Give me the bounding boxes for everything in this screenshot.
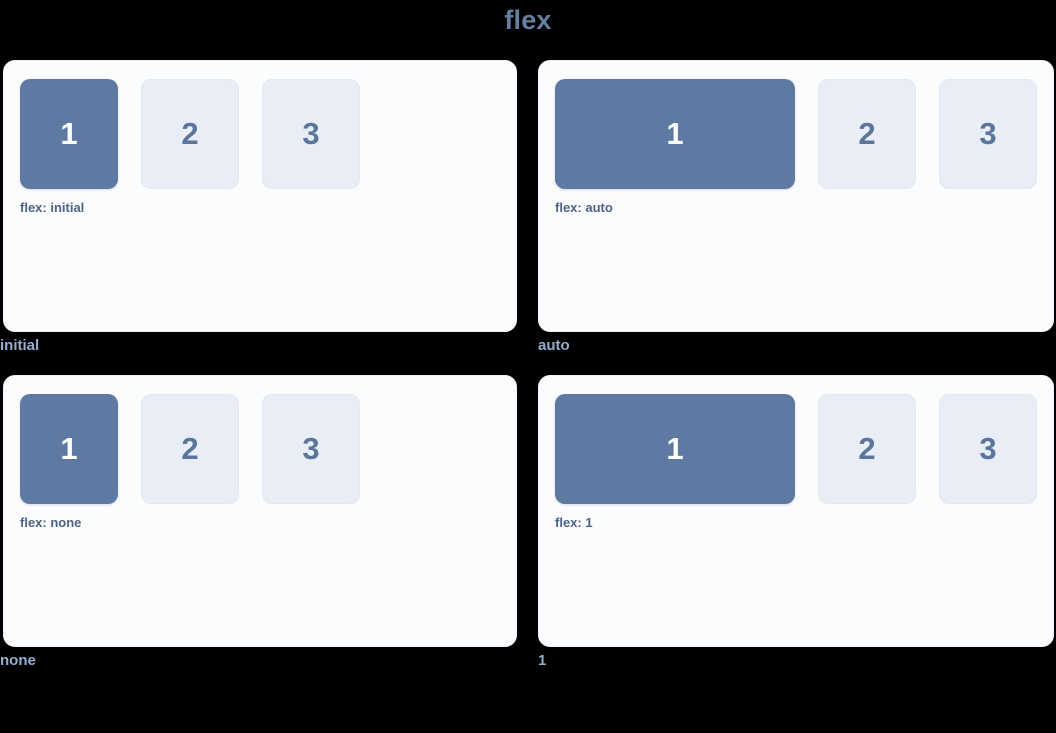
panel-label-one: flex: 1 (555, 515, 593, 530)
flex-item-1: 1 (555, 394, 795, 504)
flex-container-initial: 1 2 3 (20, 79, 500, 189)
demo-cell-none: 1 2 3 flex: none none (0, 375, 517, 669)
flex-item-2: 2 (141, 79, 239, 189)
flex-container-none: 1 2 3 (20, 394, 500, 504)
demo-panel-initial: 1 2 3 flex: initial (3, 60, 517, 332)
panel-caption-none: none (0, 652, 36, 669)
flex-item-1: 1 (555, 79, 795, 189)
panel-label-initial: flex: initial (20, 200, 85, 215)
panel-label-auto: flex: auto (555, 200, 613, 215)
flex-item-2: 2 (141, 394, 239, 504)
panel-label-none: flex: none (20, 515, 82, 530)
panel-caption-initial: initial (0, 337, 40, 354)
demo-panel-none: 1 2 3 flex: none (3, 375, 517, 647)
page-title: flex (504, 5, 552, 35)
flex-item-1: 1 (20, 79, 118, 189)
flex-item-3: 3 (262, 394, 360, 504)
flex-item-3: 3 (939, 394, 1037, 504)
demo-cell-initial: 1 2 3 flex: initial initial (0, 60, 517, 354)
demo-panel-one: 1 2 3 flex: 1 (538, 375, 1054, 647)
flex-item-2: 2 (818, 79, 916, 189)
flex-container-one: 1 2 3 (555, 394, 1037, 504)
panel-caption-auto: auto (538, 337, 570, 354)
flex-item-1: 1 (20, 394, 118, 504)
flex-item-3: 3 (262, 79, 360, 189)
flex-container-auto: 1 2 3 (555, 79, 1037, 189)
demo-cell-one: 1 2 3 flex: 1 1 (538, 375, 1054, 669)
demo-panel-auto: 1 2 3 flex: auto (538, 60, 1054, 332)
flex-item-2: 2 (818, 394, 916, 504)
demo-grid: 1 2 3 flex: initial initial 1 2 3 flex: … (0, 60, 1054, 669)
demo-cell-auto: 1 2 3 flex: auto auto (538, 60, 1054, 354)
flex-item-3: 3 (939, 79, 1037, 189)
panel-caption-one: 1 (538, 652, 547, 669)
